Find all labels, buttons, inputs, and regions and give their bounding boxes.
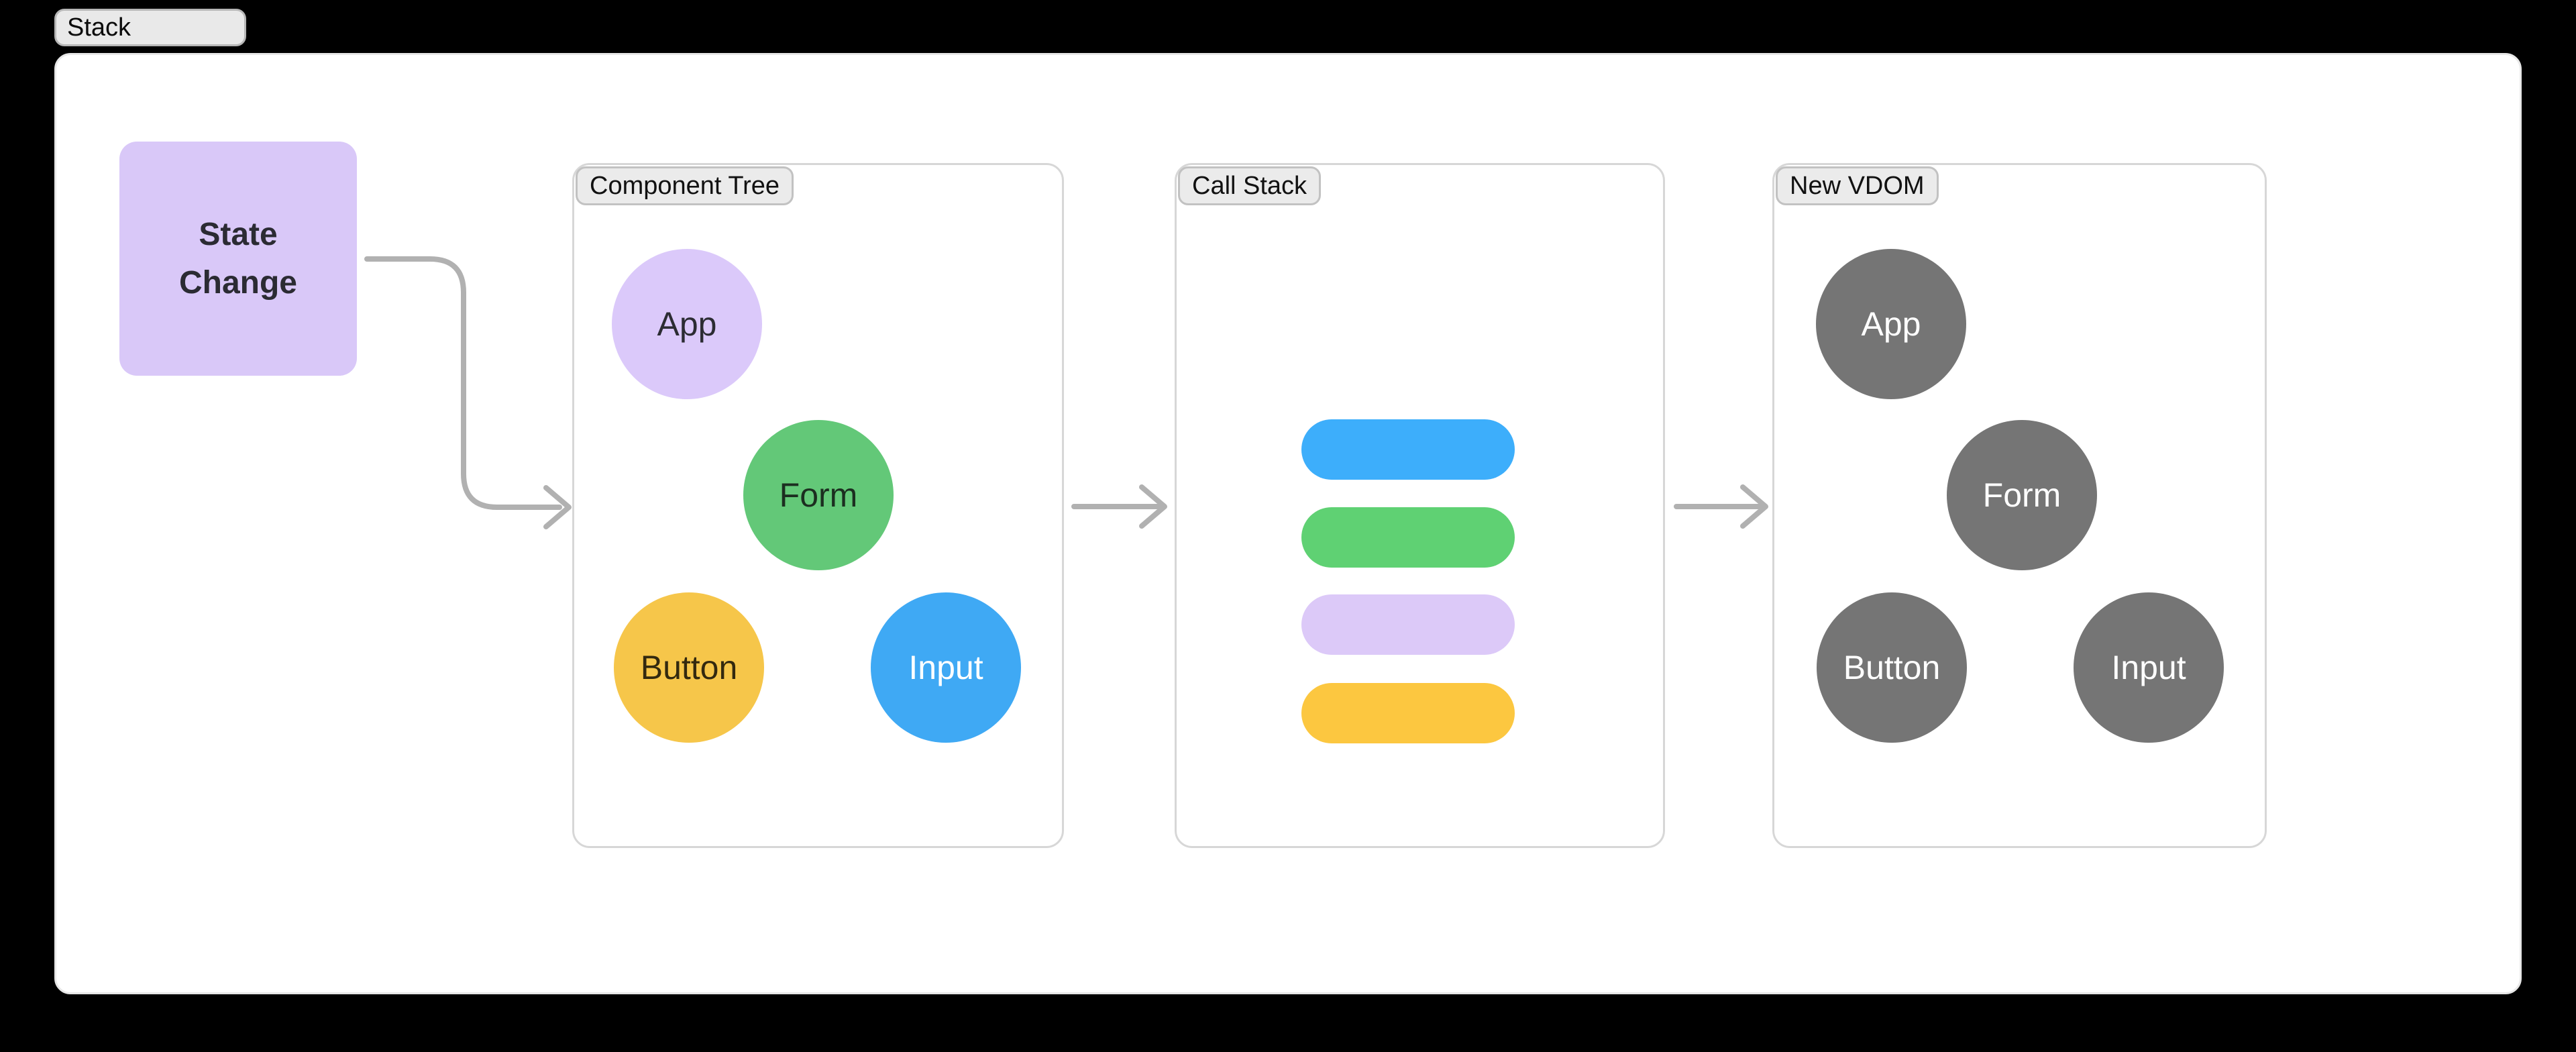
nv-node-button: Button: [1817, 592, 1967, 743]
diagram-canvas: State Change Component Tree App Form But…: [54, 53, 2522, 994]
nv-node-app-label: App: [1861, 305, 1921, 343]
component-tree-label-text: Component Tree: [590, 171, 780, 200]
component-tree-label: Component Tree: [576, 166, 794, 205]
ct-node-button-label: Button: [640, 649, 738, 686]
state-change-line2: Change: [178, 264, 297, 301]
nv-node-input: Input: [2074, 592, 2224, 743]
nv-node-input-label: Input: [2111, 649, 2186, 686]
state-change-node: State Change: [119, 142, 357, 376]
call-stack-frame-blue: [1301, 419, 1515, 480]
call-stack-frame-yellow: [1301, 683, 1515, 743]
new-vdom-label-text: New VDOM: [1790, 171, 1925, 200]
call-stack-label: Call Stack: [1178, 166, 1322, 205]
ct-node-app-label: App: [657, 305, 717, 343]
stack-tab-label: Stack: [67, 13, 131, 42]
call-stack-frame-green: [1301, 507, 1515, 568]
new-vdom-label: New VDOM: [1776, 166, 1939, 205]
nv-node-form: Form: [1947, 420, 2097, 570]
state-change-line1: State: [199, 216, 278, 252]
nv-node-form-label: Form: [1982, 476, 2061, 514]
ct-node-button: Button: [614, 592, 764, 743]
ct-node-form: Form: [743, 420, 894, 570]
call-stack-label-text: Call Stack: [1192, 171, 1307, 200]
arrow-call-stack-to-new-vdom: [1674, 484, 1768, 529]
ct-node-app: App: [612, 249, 762, 399]
stack-tab[interactable]: Stack: [54, 9, 246, 46]
call-stack-panel: Call Stack: [1175, 163, 1665, 848]
arrow-state-to-component-tree: [364, 256, 572, 529]
nv-node-button-label: Button: [1843, 649, 1941, 686]
arrow-component-tree-to-call-stack: [1071, 484, 1167, 529]
ct-node-form-label: Form: [779, 476, 858, 514]
ct-node-input-label: Input: [908, 649, 983, 686]
ct-node-input: Input: [871, 592, 1021, 743]
nv-node-app: App: [1816, 249, 1966, 399]
call-stack-frame-purple: [1301, 594, 1515, 655]
